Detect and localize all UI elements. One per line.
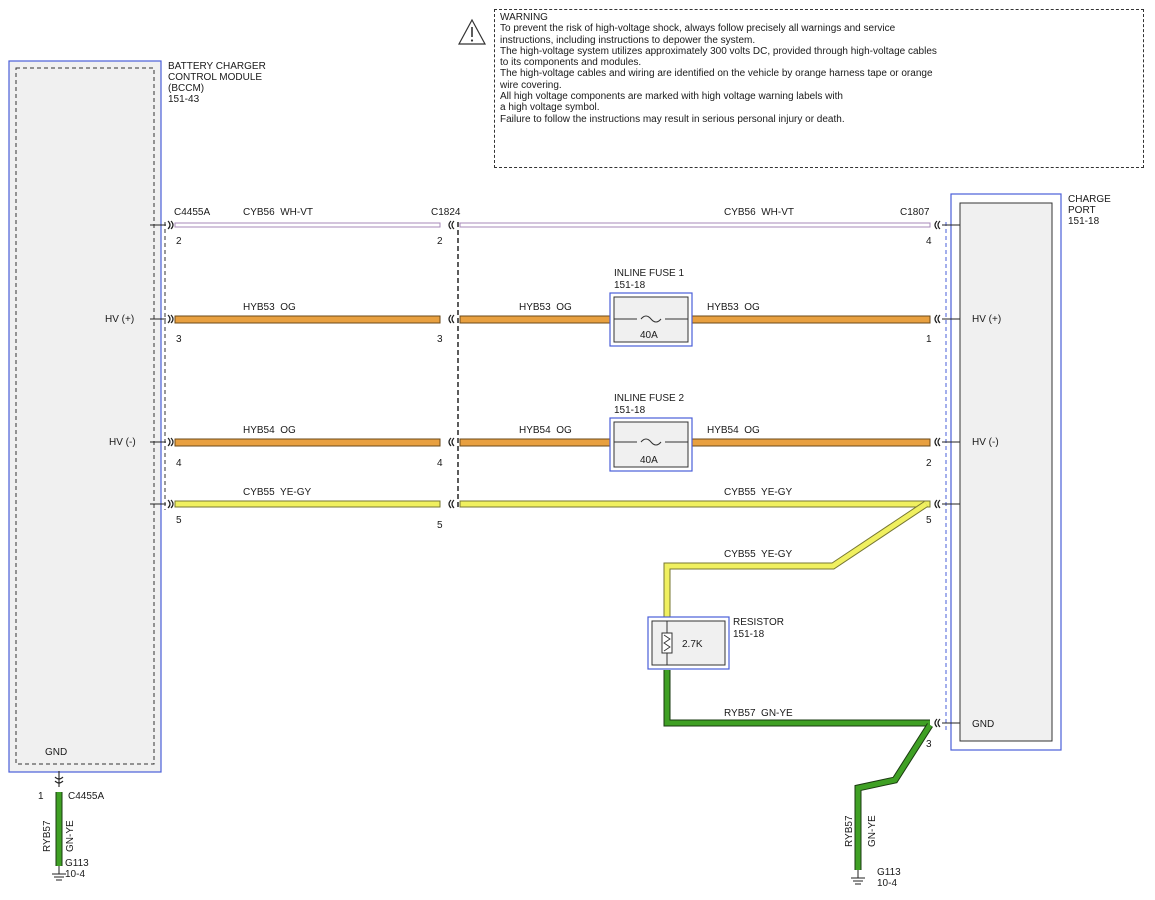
warning-line: to its components and modules. (500, 57, 642, 69)
warning-line: The high-voltage system utilizes approxi… (500, 45, 937, 57)
pin-number: 1 (38, 791, 44, 802)
wire-label: HYB53 OG (707, 302, 760, 313)
wire-label: CYB56 WH-VT (724, 207, 794, 218)
pin-number: 2 (176, 236, 182, 247)
ground-symbol-icon (52, 866, 66, 881)
ground-wire-circuit: RYB57 (844, 815, 855, 847)
wire-label: HYB54 OG (707, 425, 760, 436)
wire-label: CYB55 YE-GY (724, 487, 793, 498)
ground-ref: 10-4 (877, 878, 897, 889)
inline-fuse-2 (609, 417, 693, 472)
bccm-name-line: BATTERY CHARGER (168, 61, 266, 72)
connector-ground-left-label: C4455A (68, 791, 104, 802)
ground-symbol-icon (851, 870, 865, 885)
connector-left-label: C4455A (174, 207, 210, 218)
wire-cyb56 (174, 222, 931, 228)
wire-cyb55-branch (663, 501, 928, 618)
pin-number: 5 (176, 515, 182, 526)
fuse-ref: 151-18 (614, 280, 646, 291)
bccm-hv-minus-label: HV (-) (109, 437, 136, 448)
bccm-gnd-label: GND (45, 747, 67, 758)
fuse-icon (640, 315, 662, 323)
bccm-ref: 151-43 (168, 94, 200, 105)
wire-label: HYB53 OG (519, 302, 572, 313)
fuse-icon (640, 438, 662, 446)
pin-number: 2 (437, 236, 443, 247)
pin-number: 5 (437, 520, 443, 531)
pin-number: 3 (926, 739, 932, 750)
wire-hyb54 (174, 438, 931, 447)
bccm-module (8, 60, 162, 773)
fuse-title: INLINE FUSE 1 (614, 268, 684, 279)
charge-port-hv-minus-label: HV (-) (972, 437, 999, 448)
resistor-title: RESISTOR (733, 617, 784, 628)
pin-number: 4 (926, 236, 932, 247)
bccm-hv-plus-label: HV (+) (105, 314, 134, 325)
fuse-ref: 151-18 (614, 405, 646, 416)
ground-name: G113 (65, 858, 89, 869)
warning-line: The high-voltage cables and wiring are i… (500, 68, 933, 80)
ground-ref: 10-4 (65, 869, 85, 880)
charge-port-hv-plus-label: HV (+) (972, 314, 1001, 325)
wire-label: CYB55 YE-GY (243, 487, 312, 498)
warning-line: a high voltage symbol. (500, 102, 600, 114)
inline-fuse-1 (609, 292, 693, 347)
wire-label: RYB57 GN-YE (724, 708, 793, 719)
bccm-name-line: CONTROL MODULE (168, 72, 262, 83)
ground-wire-color: GN-YE (867, 815, 878, 847)
stub-lines (150, 224, 960, 724)
wire-label: HYB54 OG (519, 425, 572, 436)
wire-ryb57 (663, 670, 930, 727)
wire-label: HYB53 OG (243, 302, 296, 313)
warning-line: Failure to follow the instructions may r… (500, 113, 845, 125)
wire-label: HYB54 OG (243, 425, 296, 436)
warning-line: instructions, including instructions to … (500, 34, 756, 46)
wire-cyb55 (174, 500, 931, 508)
pin-number: 4 (176, 458, 182, 469)
fuse-title: INLINE FUSE 2 (614, 393, 684, 404)
wire-label: CYB56 WH-VT (243, 207, 313, 218)
wire-ryb57-ground-right (854, 723, 933, 870)
charge-port-name-line: PORT (1068, 205, 1096, 216)
fuse-rating: 40A (640, 455, 658, 466)
fuse-rating: 40A (640, 330, 658, 341)
charge-port-module (950, 193, 1062, 751)
bccm-name-line: (BCCM) (168, 83, 204, 94)
pin-number: 1 (926, 334, 932, 345)
resistor-ref: 151-18 (733, 629, 765, 640)
resistor-icon (663, 634, 671, 652)
pin-number: 5 (926, 515, 932, 526)
wire-label: CYB55 YE-GY (724, 549, 793, 560)
pin-number: 4 (437, 458, 443, 469)
resistor (647, 616, 730, 670)
charge-port-ref: 151-18 (1068, 216, 1100, 227)
warning-line: All high voltage components are marked w… (500, 91, 843, 103)
pin-number: 3 (176, 334, 182, 345)
connector-right-label: C1807 (900, 207, 930, 218)
ground-wire-color: GN-YE (65, 820, 76, 852)
ground-name: G113 (877, 867, 901, 878)
pin-number: 2 (926, 458, 932, 469)
warning-triangle-icon (457, 18, 487, 45)
warning-box (494, 9, 1144, 168)
connector-mid-label: C1824 (431, 207, 461, 218)
terminal-icons (54, 220, 941, 784)
warning-line: wire covering. (500, 79, 562, 91)
pin-number: 3 (437, 334, 443, 345)
warning-text: WARNING To prevent the risk of high-volt… (500, 12, 1060, 125)
warning-line: To prevent the risk of high-voltage shoc… (500, 23, 896, 35)
charge-port-name-line: CHARGE (1068, 194, 1111, 205)
charge-port-gnd-label: GND (972, 719, 994, 730)
ground-wire-circuit: RYB57 (42, 820, 53, 852)
wire-hyb53 (174, 315, 931, 324)
warning-title: WARNING (500, 12, 548, 23)
resistor-value: 2.7K (682, 639, 703, 650)
